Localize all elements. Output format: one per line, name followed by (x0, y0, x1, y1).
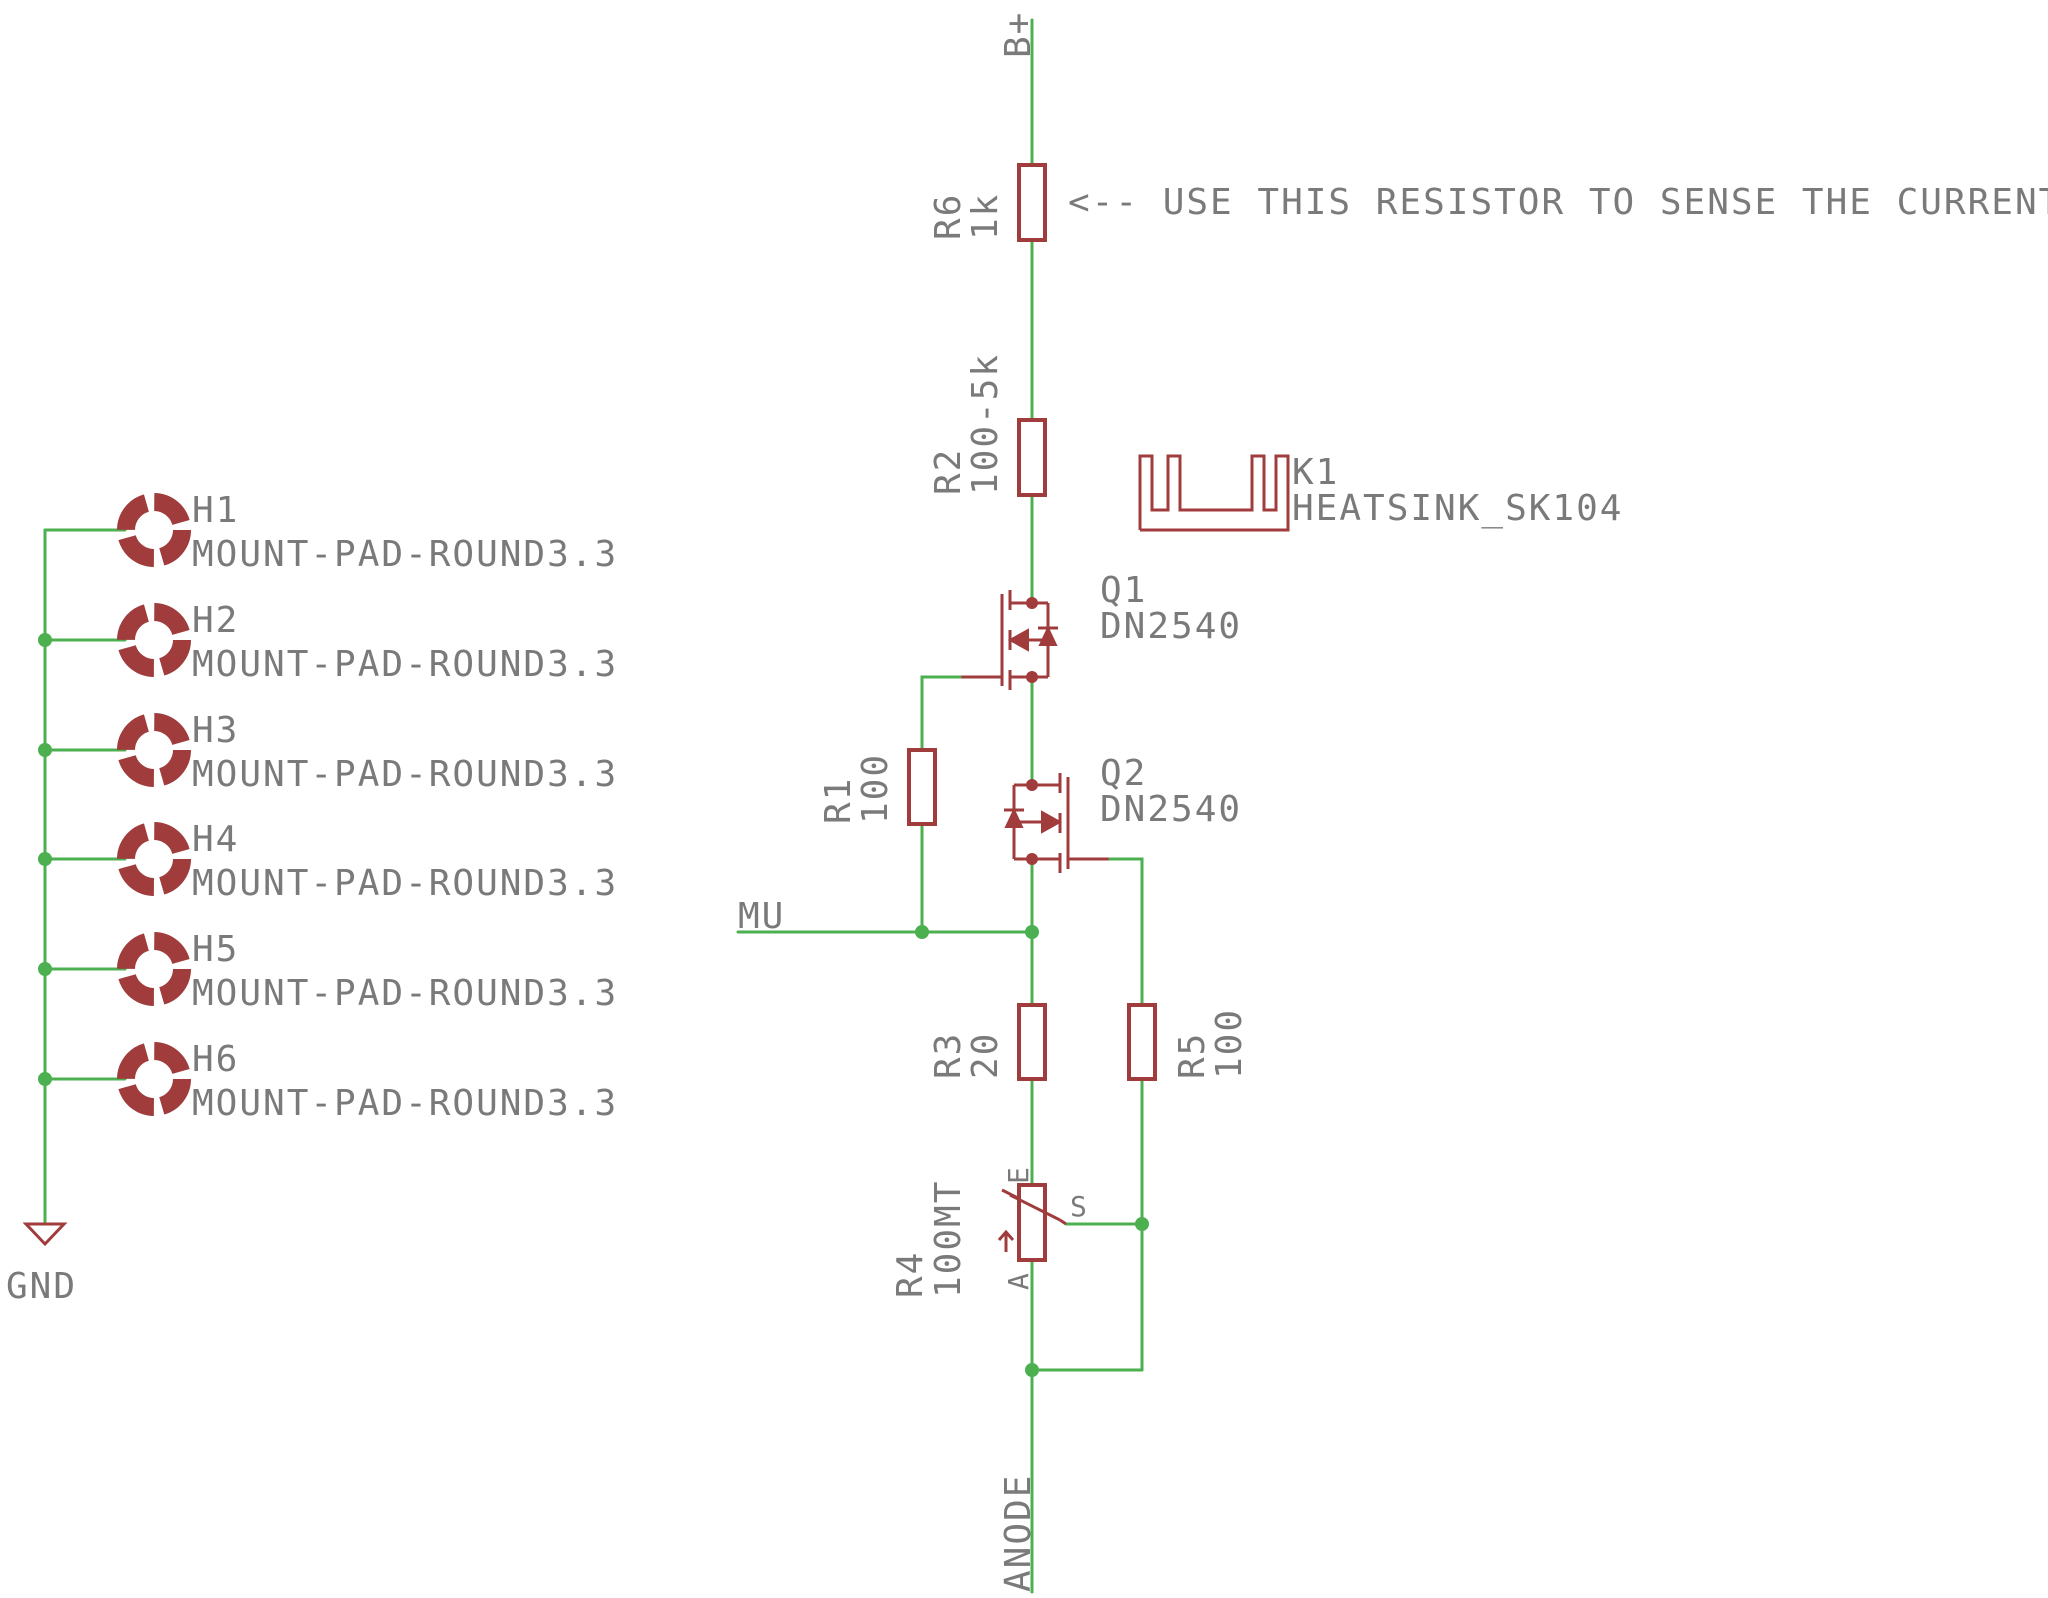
trimmer-r4: E A S R4 100MT (890, 1167, 1087, 1298)
r2-ref: R2 (928, 448, 969, 495)
r1-branch-wires (920, 675, 962, 934)
r6-value: 1k (965, 193, 1006, 240)
net-label-anode: ANODE (998, 1474, 1039, 1592)
r4-value: 100MT (928, 1180, 969, 1298)
r1-value: 100 (855, 753, 896, 824)
resistor-r2: R2 100-5k (928, 353, 1047, 497)
q2-value: DN2540 (1100, 789, 1242, 830)
transistor-q2: Q2 DN2540 (1004, 753, 1242, 873)
r1-ref: R1 (818, 777, 859, 824)
mount-pad-h4: H4 MOUNT-PAD-ROUND3.3 (117, 819, 618, 904)
resistor-r5: R5 100 (1127, 1003, 1250, 1081)
mount-pad-h6: H6 MOUNT-PAD-ROUND3.3 (117, 1039, 618, 1124)
junction-wiper (1135, 1217, 1149, 1231)
r5-ref: R5 (1172, 1032, 1213, 1079)
q2-ref: Q2 (1100, 753, 1147, 794)
net-label-mu: MU (738, 896, 785, 937)
resistor-r6: R6 1k (928, 163, 1047, 242)
junction-mu-main (1025, 925, 1039, 939)
junction-bottom (1025, 1363, 1039, 1377)
h2-value: MOUNT-PAD-ROUND3.3 (192, 644, 618, 685)
r4-pin-s: S (1070, 1190, 1087, 1223)
k1-value: HEATSINK_SK104 (1292, 488, 1623, 529)
h6-ref: H6 (192, 1039, 239, 1080)
net-label-gnd: GND (6, 1266, 77, 1307)
q1-value: DN2540 (1100, 606, 1242, 647)
resistor-r3: R3 20 (928, 1003, 1047, 1081)
r5-branch-wires (1030, 857, 1144, 1372)
h4-ref: H4 (192, 819, 239, 860)
h1-ref: H1 (192, 490, 239, 531)
net-label-bplus: B+ (998, 11, 1039, 58)
h3-ref: H3 (192, 710, 239, 751)
h1-value: MOUNT-PAD-ROUND3.3 (192, 534, 618, 575)
current-sense-note: <-- USE THIS RESISTOR TO SENSE THE CURRE… (1068, 182, 2048, 223)
mount-pad-h5: H5 MOUNT-PAD-ROUND3.3 (117, 929, 618, 1014)
transistor-q1: Q1 DN2540 (960, 570, 1242, 690)
h3-value: MOUNT-PAD-ROUND3.3 (192, 754, 618, 795)
r2-value: 100-5k (965, 353, 1006, 495)
ground-symbol: GND (6, 1222, 77, 1307)
r3-ref: R3 (928, 1032, 969, 1079)
r4-pin-e: E (1002, 1167, 1035, 1184)
h2-ref: H2 (192, 600, 239, 641)
r4-ref: R4 (890, 1251, 931, 1298)
mount-pad-h3: H3 MOUNT-PAD-ROUND3.3 (117, 710, 618, 795)
h4-value: MOUNT-PAD-ROUND3.3 (192, 863, 618, 904)
r5-value: 100 (1209, 1008, 1250, 1079)
junction-mu-r1 (915, 925, 929, 939)
h6-value: MOUNT-PAD-ROUND3.3 (192, 1083, 618, 1124)
h5-ref: H5 (192, 929, 239, 970)
heatsink-k1: K1 HEATSINK_SK104 (1138, 452, 1623, 532)
r6-ref: R6 (928, 193, 969, 240)
mount-pad-h1: H1 MOUNT-PAD-ROUND3.3 (117, 490, 618, 575)
resistor-r1: R1 100 (818, 748, 937, 826)
mount-pad-h2: H2 MOUNT-PAD-ROUND3.3 (117, 600, 618, 685)
q1-ref: Q1 (1100, 570, 1147, 611)
r3-value: 20 (965, 1032, 1006, 1079)
h5-value: MOUNT-PAD-ROUND3.3 (192, 973, 618, 1014)
k1-ref: K1 (1292, 452, 1339, 493)
ground-bus (38, 528, 127, 1224)
r4-pin-a: A (1002, 1273, 1035, 1290)
